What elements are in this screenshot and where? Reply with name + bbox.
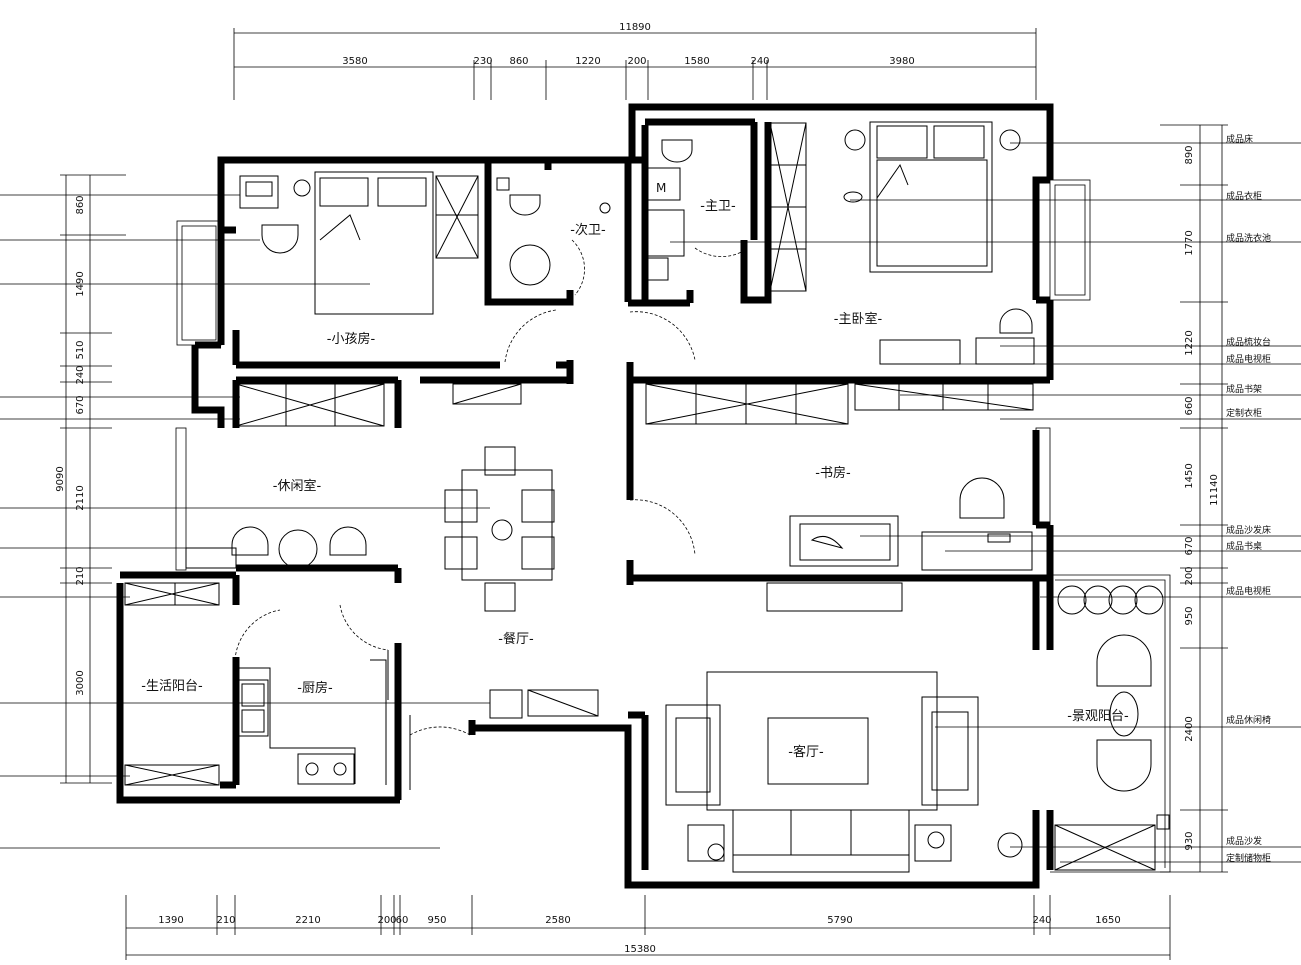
- doors: [234, 239, 746, 790]
- dim-right: 670: [1184, 536, 1195, 555]
- room-label-utility-balcony: -生活阳台-: [141, 679, 203, 694]
- dim-bottom: 2580: [545, 915, 570, 926]
- room-label-master-bath: -主卫-: [700, 199, 736, 214]
- dim-left: 2110: [75, 485, 86, 510]
- room-label-study: -书房-: [815, 465, 851, 481]
- legend-label: 定制衣柜: [1226, 407, 1262, 419]
- dim-right: 890: [1184, 145, 1195, 164]
- dim-bottom: 1390: [158, 915, 183, 926]
- room-label-dining: -餐厅-: [498, 631, 534, 647]
- dim-top: 1220: [575, 56, 600, 67]
- dim-top: 3980: [889, 56, 914, 67]
- dim-left: 3000: [75, 670, 86, 695]
- dim-bottom: 2210: [295, 915, 320, 926]
- dim-left: 240: [75, 365, 86, 384]
- dim-top: 240: [750, 56, 769, 67]
- room-label-leisure: -休闲室-: [273, 478, 322, 494]
- dim-right: 1220: [1184, 330, 1195, 355]
- dim-top-total: 11890: [619, 22, 651, 33]
- dim-top: 1580: [684, 56, 709, 67]
- dim-bottom: 5790: [827, 915, 852, 926]
- dim-right: 1450: [1184, 463, 1195, 488]
- dim-left: 510: [75, 340, 86, 359]
- dim-bottom: 200: [377, 915, 396, 926]
- dim-right: 660: [1184, 396, 1195, 415]
- legend-label: 成品电视柜: [1226, 353, 1271, 365]
- dim-top: 200: [627, 56, 646, 67]
- bottom-dimension-lines: 1390 210 2210 200 60 950 2580 5790 240 1…: [125, 895, 1171, 960]
- dim-left-total: 9090: [55, 466, 66, 491]
- right-dimension-lines: 11140 890 1770 1220 660 1450 670 200 950…: [1160, 124, 1228, 873]
- dim-left: 670: [75, 395, 86, 414]
- dim-bottom: 210: [216, 915, 235, 926]
- legend-label: 成品洗衣池: [1226, 232, 1271, 244]
- legend-label: 成品床: [1226, 133, 1253, 145]
- dim-bottom: 1650: [1095, 915, 1120, 926]
- dim-bottom: 240: [1032, 915, 1051, 926]
- room-label-kitchen: -厨房-: [297, 680, 333, 696]
- room-label-child: -小孩房-: [327, 331, 376, 347]
- left-dimension-lines: 9090 860 1490 510 240 670 2110 210 3000: [55, 174, 126, 784]
- legend-label: 成品沙发床: [1226, 524, 1271, 536]
- dim-left: 860: [75, 195, 86, 214]
- room-label-view-balcony: -景观阳台-: [1067, 709, 1129, 724]
- legend-label: 成品沙发: [1226, 835, 1262, 847]
- legend-label: 成品休闲椅: [1226, 714, 1271, 726]
- dim-left: 210: [75, 566, 86, 585]
- top-dimension-lines: 11890 3580 230 860 1220 200 1580 240 398…: [233, 22, 1037, 100]
- leader-lines: [0, 142, 1301, 863]
- room-label-master-bed: -主卧室-: [834, 311, 883, 327]
- furniture-legend: 成品床 成品衣柜 成品洗衣池 成品梳妆台 成品电视柜 成品书架 定制衣柜 成品沙…: [1226, 133, 1271, 864]
- dim-bottom-total: 15380: [624, 944, 656, 955]
- dim-bottom: 60: [396, 915, 409, 926]
- room-label-second-bath: -次卫-: [570, 222, 606, 238]
- dim-right-total: 11140: [1209, 474, 1220, 506]
- dim-top: 860: [509, 56, 528, 67]
- windows: [175, 179, 1171, 873]
- legend-label: 成品梳妆台: [1226, 336, 1271, 348]
- dim-bottom: 950: [427, 915, 446, 926]
- dim-right: 200: [1184, 566, 1195, 585]
- room-labels: -小孩房- -次卫- -主卫- -主卧室- -休闲室- -书房- -餐厅- -生…: [141, 199, 1129, 760]
- legend-label: 成品衣柜: [1226, 190, 1262, 202]
- dim-right: 2400: [1184, 716, 1195, 741]
- dim-right: 930: [1184, 831, 1195, 850]
- legend-label: 成品书架: [1226, 383, 1262, 395]
- svg-text:M: M: [656, 181, 666, 195]
- legend-label: 成品电视柜: [1226, 585, 1271, 597]
- dim-top: 3580: [342, 56, 367, 67]
- dim-top: 230: [473, 56, 492, 67]
- legend-label: 成品书桌: [1226, 540, 1262, 552]
- dim-right: 950: [1184, 606, 1195, 625]
- dim-right: 1770: [1184, 230, 1195, 255]
- furniture: M: [124, 121, 1164, 873]
- room-label-living: -客厅-: [788, 744, 824, 760]
- legend-label: 定制储物柜: [1226, 852, 1271, 864]
